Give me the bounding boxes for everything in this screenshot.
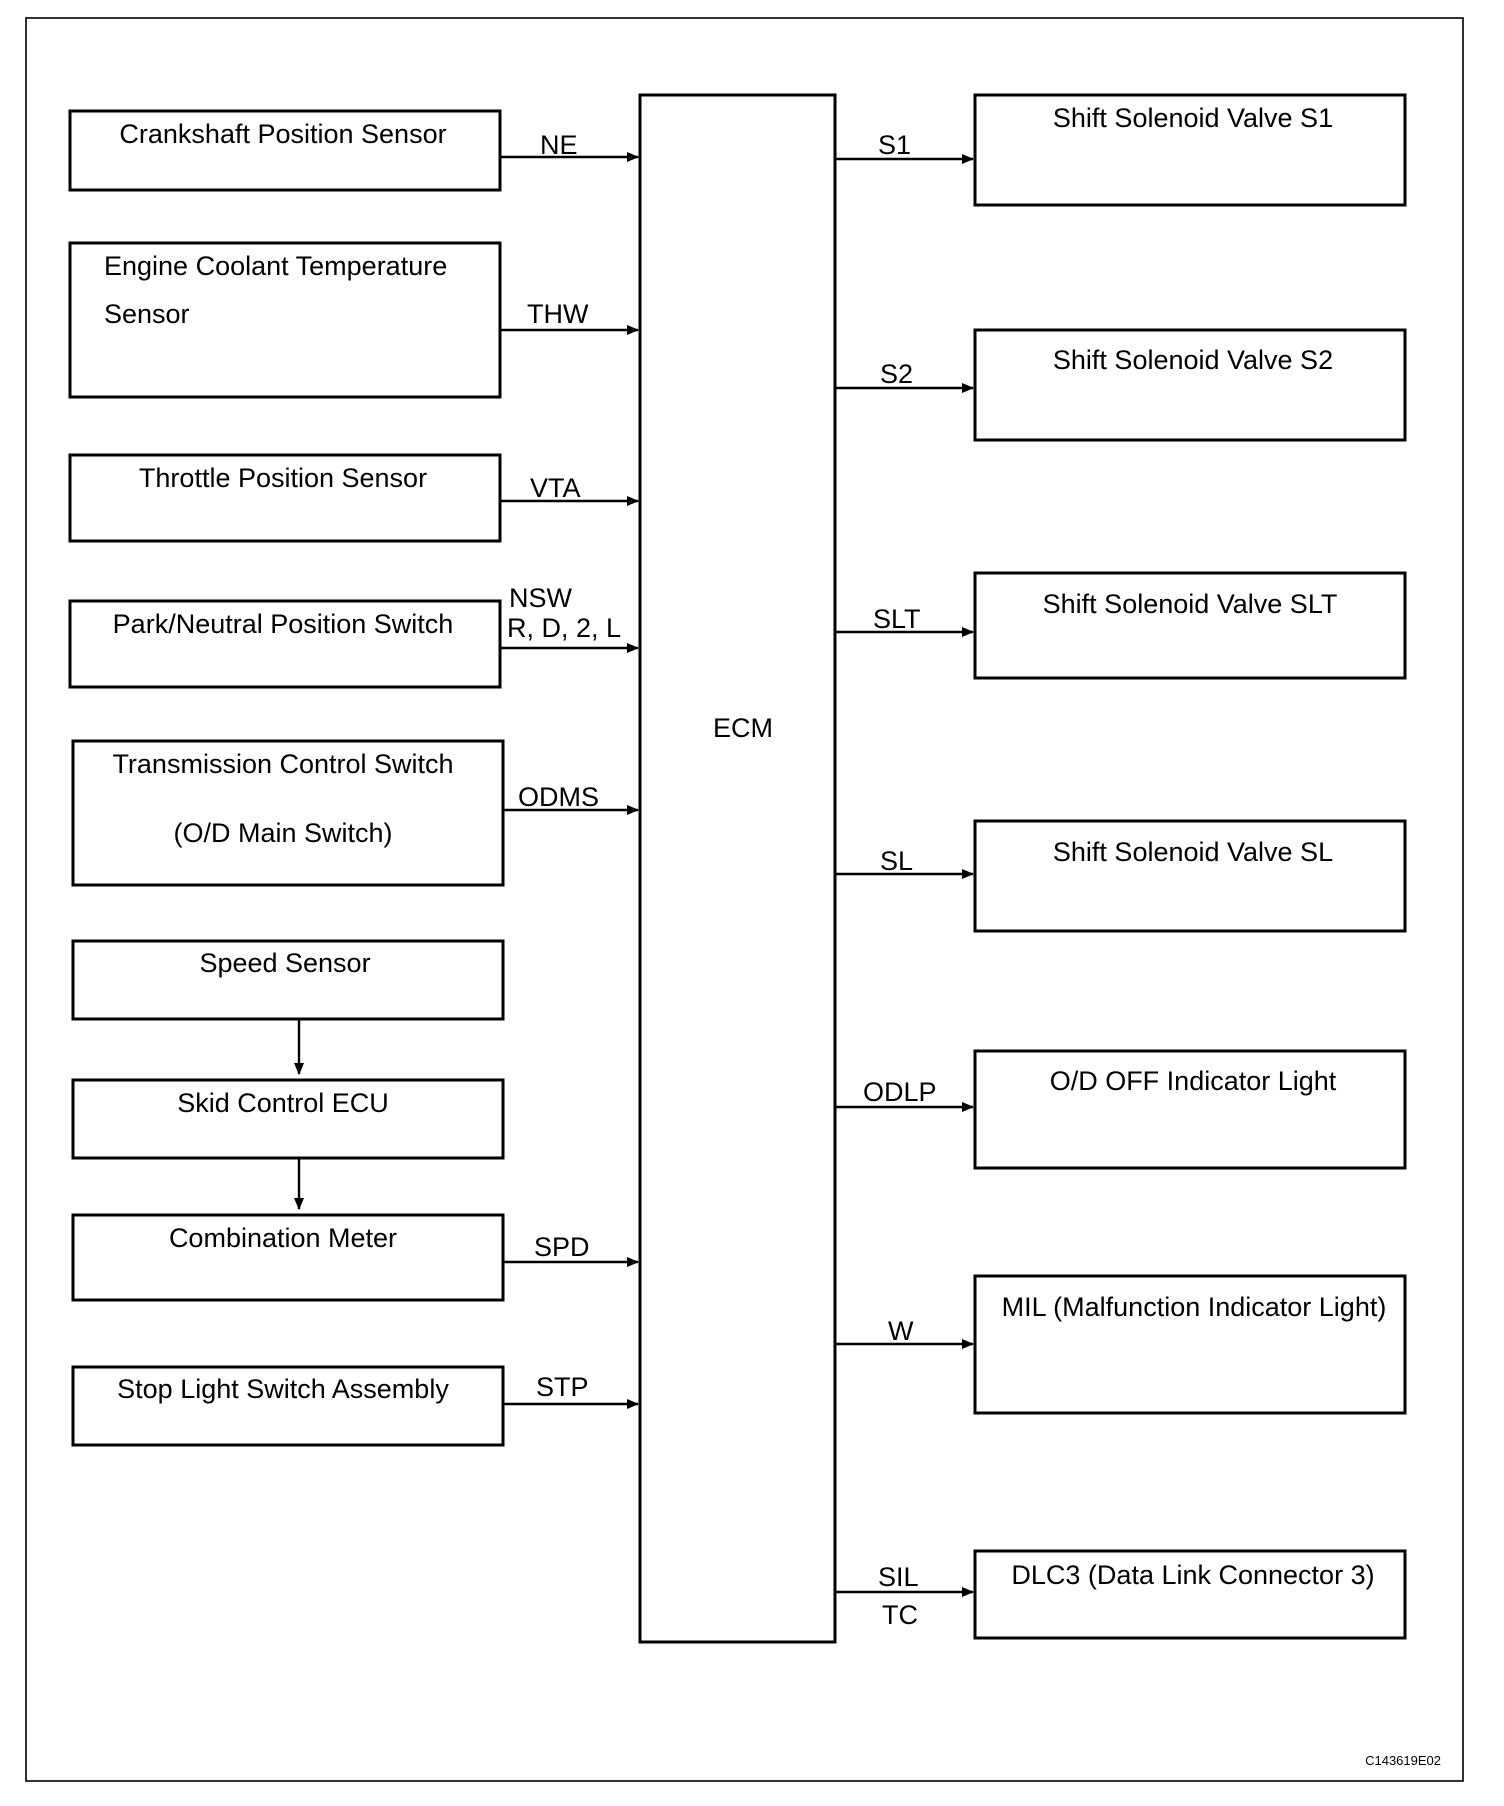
input-combination-meter: Combination Meter SPD — [71, 1213, 639, 1302]
input-label: Skid Control ECU — [177, 1088, 389, 1118]
signal-label-tc: TC — [882, 1600, 918, 1630]
signal-label-odms: ODMS — [518, 782, 599, 812]
signal-label-s1: S1 — [878, 130, 911, 160]
input-label: Throttle Position Sensor — [139, 463, 427, 493]
input-stop-light-switch-assembly: Stop Light Switch Assembly STP — [71, 1365, 639, 1447]
signal-label-nsw: NSW — [509, 583, 573, 613]
input-skid-control-ecu: Skid Control ECU — [71, 1078, 505, 1210]
signal-label-sil: SIL — [878, 1562, 919, 1592]
input-speed-sensor: Speed Sensor — [71, 939, 505, 1075]
output-od-off-indicator-light: O/D OFF Indicator Light ODLP — [835, 1049, 1407, 1170]
input-label: Combination Meter — [169, 1223, 397, 1253]
ecm-label: ECM — [713, 713, 773, 743]
signal-label-sl: SL — [880, 846, 913, 876]
output-label: O/D OFF Indicator Light — [1050, 1066, 1337, 1096]
figure-code: C143619E02 — [1365, 1753, 1441, 1768]
output-label: MIL (Malfunction Indicator Light) — [1002, 1292, 1387, 1322]
signal-label-s2: S2 — [880, 359, 913, 389]
input-transmission-control-switch: Transmission Control Switch (O/D Main Sw… — [71, 739, 639, 887]
signal-label-range: R, D, 2, L — [507, 613, 621, 643]
output-dlc3: DLC3 (Data Link Connector 3) SIL TC — [835, 1549, 1407, 1640]
output-label: Shift Solenoid Valve S2 — [1053, 345, 1333, 375]
signal-label-spd: SPD — [534, 1232, 590, 1262]
input-crankshaft-position-sensor: Crankshaft Position Sensor NE — [68, 109, 639, 192]
signal-label-stp: STP — [536, 1372, 589, 1402]
input-label: Transmission Control Switch — [112, 749, 453, 779]
input-label: Stop Light Switch Assembly — [117, 1374, 449, 1404]
output-label: Shift Solenoid Valve SL — [1053, 837, 1333, 867]
output-label: DLC3 (Data Link Connector 3) — [1011, 1560, 1374, 1590]
input-label: Crankshaft Position Sensor — [119, 119, 446, 149]
signal-label-odlp: ODLP — [863, 1077, 937, 1107]
output-shift-solenoid-valve-slt: Shift Solenoid Valve SLT SLT — [835, 571, 1407, 680]
input-label: Park/Neutral Position Switch — [113, 609, 454, 639]
input-label: Engine Coolant Temperature — [104, 251, 447, 281]
input-throttle-position-sensor: Throttle Position Sensor VTA — [68, 453, 639, 543]
output-shift-solenoid-valve-sl: Shift Solenoid Valve SL SL — [835, 819, 1407, 933]
output-shift-solenoid-valve-s1: Shift Solenoid Valve S1 S1 — [835, 93, 1407, 207]
signal-label-ne: NE — [540, 130, 578, 160]
output-label: Shift Solenoid Valve SLT — [1043, 589, 1338, 619]
output-label: Shift Solenoid Valve S1 — [1053, 103, 1333, 133]
input-label: (O/D Main Switch) — [173, 818, 392, 848]
ecm-block: ECM — [638, 93, 837, 1644]
signal-label-w: W — [888, 1316, 914, 1346]
input-park-neutral-position-switch: Park/Neutral Position Switch NSW R, D, 2… — [68, 583, 639, 689]
input-label: Speed Sensor — [199, 948, 370, 978]
signal-label-thw: THW — [527, 299, 589, 329]
output-mil: MIL (Malfunction Indicator Light) W — [835, 1274, 1407, 1415]
output-shift-solenoid-valve-s2: Shift Solenoid Valve S2 S2 — [835, 328, 1407, 442]
outer-frame — [25, 17, 1464, 1782]
input-engine-coolant-temperature-sensor: Engine Coolant Temperature Sensor THW — [68, 241, 639, 399]
signal-label-slt: SLT — [873, 604, 921, 634]
signal-label-vta: VTA — [530, 473, 581, 503]
input-label: Sensor — [104, 299, 190, 329]
